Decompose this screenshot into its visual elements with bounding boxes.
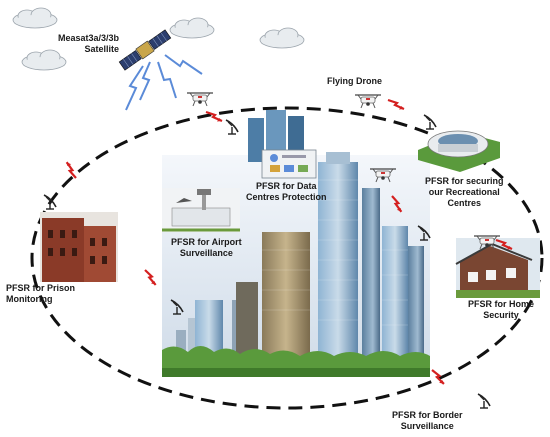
drone-label-line: Flying Drone (327, 76, 383, 86)
signal-bolt (139, 268, 161, 287)
stadium-icon (418, 130, 500, 172)
drone-icon (354, 94, 382, 109)
dish-antenna-icon (225, 119, 239, 135)
drone-icon (186, 92, 214, 107)
recreational-label-line: our Recreational (428, 187, 500, 197)
data-centres-label-line: PFSR for Data (256, 181, 317, 191)
cloud-icon (169, 17, 215, 39)
data-centres-label-line: Centres Protection (246, 192, 327, 202)
airport-icon (162, 188, 240, 232)
satellite-label-line: Satellite (84, 44, 120, 54)
prison-label-line: PFSR for Prison (6, 283, 76, 293)
signal-bolt (61, 160, 82, 180)
recreational-label-line: Centres (447, 198, 482, 208)
coverage-orbit (30, 106, 544, 410)
border-label: PFSR for Border Surveillance (392, 410, 463, 432)
airport-label-line: Surveillance (179, 248, 233, 258)
border-label-line: PFSR for Border (392, 410, 463, 420)
airport-label: PFSR for Airport Surveillance (171, 237, 242, 259)
city-skyline (162, 152, 430, 377)
cloud-icon (12, 7, 58, 29)
data-centre-icon (248, 110, 317, 179)
data-centres-label: PFSR for Data Centres Protection (246, 181, 327, 203)
dish-antenna-icon (423, 114, 437, 130)
satellite-icon (118, 29, 172, 71)
satellite-label-line: Measat3a/3/3b (58, 33, 120, 43)
drone-label: Flying Drone (327, 76, 382, 87)
prison-label-line: Monitoring (6, 294, 53, 304)
satellite-signals (125, 54, 203, 111)
recreational-label-line: PFSR for securing (425, 176, 504, 186)
signal-bolt (386, 98, 406, 111)
prison-icon (40, 212, 118, 282)
satellite-label: Measat3a/3/3b Satellite (58, 33, 119, 55)
house-icon (455, 238, 540, 298)
home-label-line: Security (483, 310, 519, 320)
dish-antenna-icon (477, 393, 491, 409)
home-label-line: PFSR for Home (468, 299, 535, 309)
recreational-label: PFSR for securing our Recreational Centr… (425, 176, 504, 209)
home-label: PFSR for Home Security (468, 299, 534, 321)
border-label-line: Surveillance (400, 421, 454, 431)
airport-label-line: PFSR for Airport (171, 237, 242, 247)
cloud-icon (259, 27, 305, 49)
prison-label: PFSR for Prison Monitoring (6, 283, 75, 305)
